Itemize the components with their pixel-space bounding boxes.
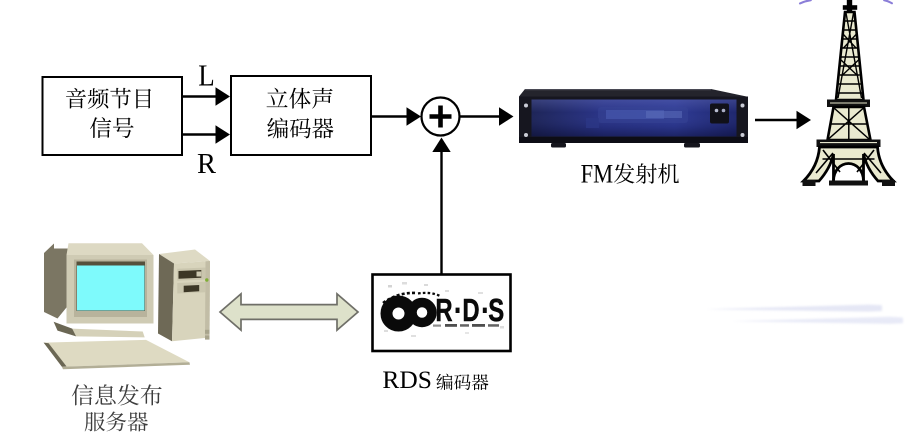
svg-text:RDS: RDS bbox=[382, 367, 432, 394]
svg-text:FM: FM bbox=[581, 160, 614, 189]
svg-text:L: L bbox=[198, 58, 215, 92]
svg-text:R: R bbox=[197, 149, 216, 180]
